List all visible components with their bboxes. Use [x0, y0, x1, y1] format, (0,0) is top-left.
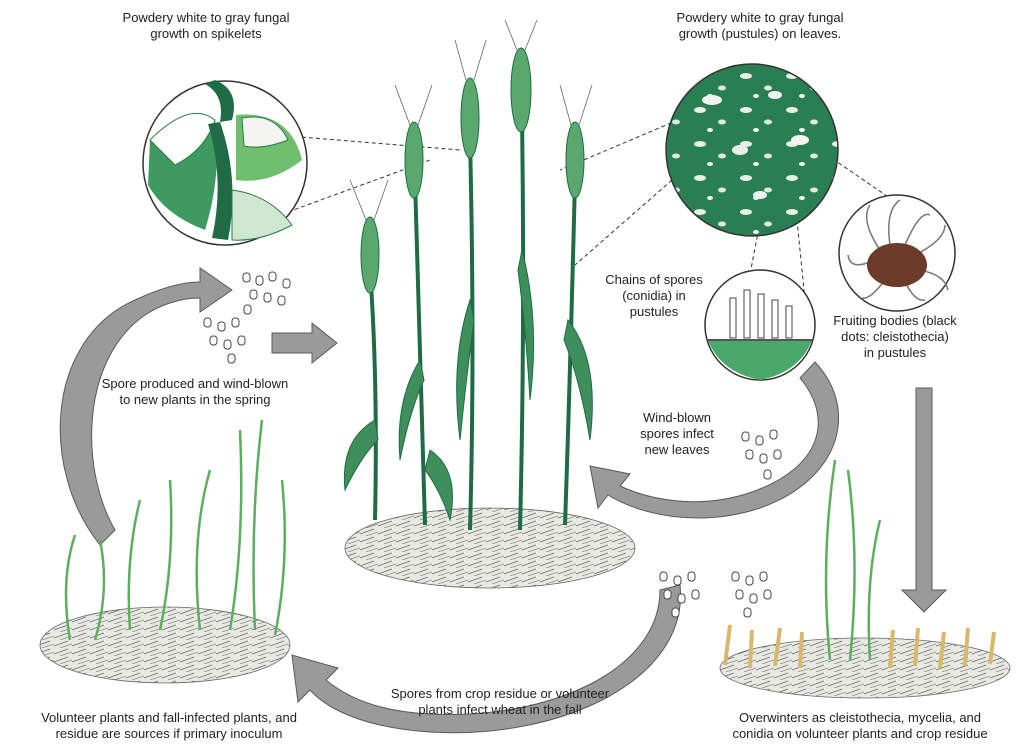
- magnifier-spikelets: [143, 80, 307, 245]
- arrow-overwinter: [902, 388, 946, 612]
- label-spring: Spore produced and wind-blown to new pla…: [70, 376, 320, 408]
- magnifier-cleistothecium: [839, 195, 955, 311]
- label-fruiting: Fruiting bodies (black dots: cleistothec…: [815, 313, 975, 361]
- label-spikelets: Powdery white to gray fungal growth on s…: [101, 10, 311, 42]
- label-chains: Chains of spores (conidia) in pustules: [594, 272, 714, 320]
- label-fall: Spores from crop residue or volunteer pl…: [350, 686, 650, 718]
- magnifier-leaf: [666, 64, 838, 236]
- magnifier-conidia: [705, 270, 815, 380]
- arrow-to-plant: [272, 323, 337, 363]
- label-overwinters: Overwinters as cleistothecia, mycelia, a…: [700, 710, 1020, 742]
- label-leaves: Powdery white to gray fungal growth (pus…: [650, 10, 870, 42]
- label-volunteer: Volunteer plants and fall-infected plant…: [4, 710, 334, 742]
- label-windblown: Wind-blown spores infect new leaves: [622, 410, 732, 458]
- spore-cluster-windblown: [742, 430, 781, 479]
- central-wheat-plant: [344, 20, 635, 588]
